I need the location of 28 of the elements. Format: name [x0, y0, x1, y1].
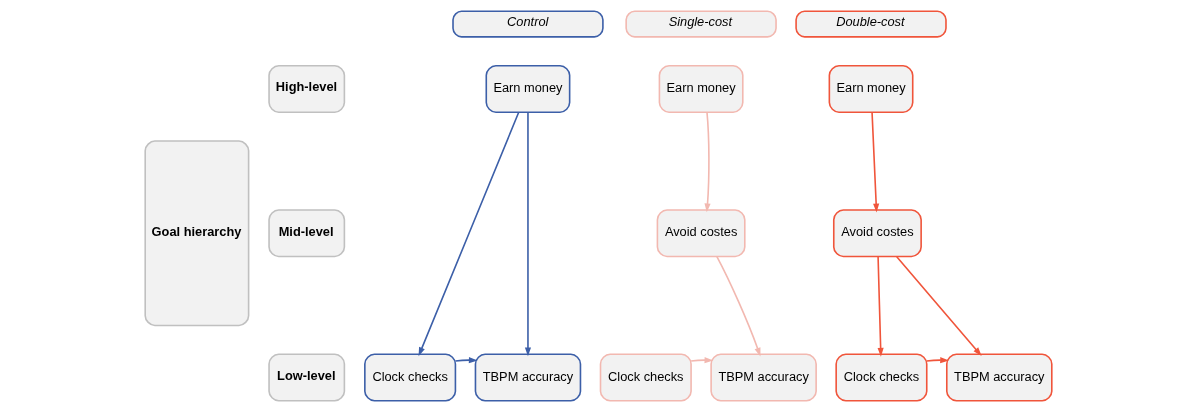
node-box: Earn money — [658, 64, 744, 113]
arrow — [871, 111, 880, 213]
node-box: TBPM accuracy — [946, 353, 1053, 402]
node-box: Earn money — [485, 64, 571, 113]
node-box: Clock checks — [599, 353, 692, 402]
node-box: Control — [452, 10, 604, 38]
arrow — [704, 111, 711, 213]
arrow — [895, 255, 982, 357]
arrow — [454, 357, 478, 364]
node-box: Avoid costes — [656, 209, 746, 258]
arrow — [524, 111, 532, 357]
node-box: Goal hierarchy — [144, 140, 250, 327]
arrow — [690, 357, 714, 364]
arrow — [418, 111, 520, 357]
arrow — [716, 255, 761, 357]
node-box: TBPM accuracy — [710, 353, 817, 402]
node-box: Mid-level — [268, 209, 346, 258]
node-box: Double-cost — [795, 10, 947, 38]
node-box: Earn money — [828, 64, 914, 113]
node-box: Clock checks — [364, 353, 457, 402]
node-box: Low-level — [268, 353, 346, 402]
arrow — [926, 357, 950, 364]
node-box: Single-cost — [625, 10, 777, 38]
node-box: Avoid costes — [832, 209, 922, 258]
node-box: TBPM accuracy — [474, 353, 582, 402]
node-box: Clock checks — [835, 353, 928, 402]
node-box: High-level — [268, 64, 346, 113]
arrow — [877, 255, 884, 357]
